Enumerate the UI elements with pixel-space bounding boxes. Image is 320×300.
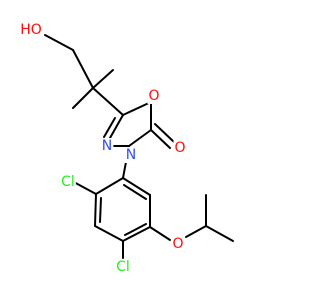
hydroxyl-oxygen-label: HO	[20, 22, 42, 38]
bond	[99, 197, 102, 223]
bond	[122, 177, 151, 196]
chlorine-top-label: Cl	[61, 174, 75, 190]
bond	[149, 226, 171, 241]
molecule-structure-diagram: HO O N N O Cl O Cl	[19, 22, 234, 275]
atom-label-layer: HO O N N O Cl O Cl	[19, 22, 187, 275]
bond	[103, 117, 116, 138]
bond	[205, 225, 234, 242]
atom-label-background	[124, 147, 138, 163]
ring-oxygen-label: O	[148, 88, 159, 104]
chlorine-bottom-label: Cl	[116, 259, 130, 275]
carbonyl-oxygen-label: O	[174, 140, 185, 156]
bond	[94, 193, 97, 227]
bond	[124, 223, 147, 236]
atom-label-background	[173, 140, 187, 156]
bond	[122, 101, 152, 116]
bond	[44, 34, 74, 51]
atom-label-background	[171, 236, 185, 252]
bond	[150, 129, 171, 149]
ether-oxygen-label: O	[172, 236, 183, 252]
bond	[122, 226, 151, 242]
bond	[123, 184, 147, 200]
bond	[72, 49, 94, 89]
bond	[94, 225, 124, 242]
bond	[95, 177, 124, 195]
bond	[72, 87, 94, 109]
atom-label-background	[19, 22, 43, 38]
bond	[92, 87, 124, 116]
bond	[92, 69, 114, 89]
ring-nitrogen-3-label: N	[126, 147, 136, 163]
bond	[109, 114, 124, 139]
bond	[128, 129, 152, 147]
ring-nitrogen-4-label: N	[102, 138, 112, 154]
atom-label-background	[60, 174, 76, 190]
bond	[154, 123, 175, 143]
bond-layer	[44, 34, 234, 259]
bond	[185, 225, 207, 238]
atom-label-background	[115, 259, 131, 275]
atom-label-background	[100, 138, 114, 154]
atom-label-background	[147, 88, 161, 104]
